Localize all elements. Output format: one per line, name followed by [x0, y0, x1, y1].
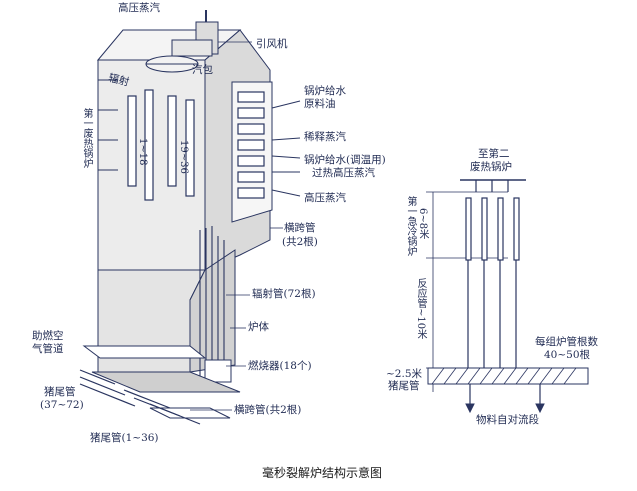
label-group-count-1: 每组炉管根数 [535, 336, 598, 348]
label-feed-in: 物料自对流段 [476, 414, 539, 426]
air-duct [82, 345, 207, 359]
label-pigtail-len-2: 猪尾管 [388, 380, 420, 392]
radiant-tubes [199, 226, 225, 384]
label-feed-temp: 锅炉给水(调温用) [304, 154, 386, 166]
fan-housing [171, 39, 213, 57]
label-pigtail-a-2: (37~72) [40, 399, 84, 411]
label-reverse-tube: 反应管~10米 [415, 278, 426, 340]
label-first-boiler-len: 第一急冷锅炉 [405, 196, 416, 256]
input-arrows [271, 100, 301, 197]
label-superheated: 过热高压蒸汽 [312, 167, 375, 179]
label-to-second-1: 至第二 [478, 148, 510, 160]
label-cross-pipe-top-count: (共2根) [282, 236, 318, 248]
boiler-tubes [127, 89, 195, 201]
burner-box [204, 359, 232, 383]
label-fan: 引风机 [256, 38, 288, 50]
label-boiler-feed: 锅炉给水 [304, 85, 346, 97]
label-burner: 燃烧器(18个) [248, 360, 312, 372]
label-furnace-body: 炉体 [248, 321, 269, 333]
label-coil-1-18: 1~18 [137, 138, 148, 166]
pigtail-lines [79, 369, 201, 425]
label-air-duct-1: 助燃空 [32, 330, 64, 342]
base-plate [91, 371, 241, 393]
leader-lines [190, 41, 283, 411]
label-to-second-2: 废热锅炉 [470, 161, 512, 173]
label-top-steam: 高压蒸汽 [118, 2, 160, 14]
tube-schematic [426, 179, 589, 414]
convection-section [231, 81, 273, 223]
convection-coils [237, 91, 265, 199]
reaction-tubes [465, 180, 520, 368]
figure-caption: 毫秒裂解炉结构示意图 [262, 466, 383, 480]
label-first-boiler: 第一废热锅炉 [81, 108, 92, 168]
label-cross-pipe-top: 横跨管 [284, 222, 316, 234]
furnace-structure [79, 10, 273, 425]
label-group-count-2: 40~50根 [544, 349, 591, 361]
label-radiant-tube: 辐射管(72根) [252, 288, 316, 300]
label-air-duct-2: 气管道 [32, 343, 64, 355]
lower-frame [149, 407, 231, 419]
label-raw-oil: 原料油 [304, 98, 336, 110]
label-cross-pipe-bottom: 横跨管(共2根) [234, 404, 302, 416]
label-pigtail-b: 猪尾管(1~36) [90, 432, 159, 444]
label-first-boiler-len-2: 6~8米 [417, 208, 428, 240]
label-coil-19-36: 19~36 [178, 140, 189, 174]
label-dilution-steam: 稀释蒸汽 [304, 131, 346, 143]
bottom-header [427, 367, 589, 385]
label-pigtail-len-1: ~2.5米 [386, 368, 422, 380]
label-hp-steam: 高压蒸汽 [304, 192, 346, 204]
label-pigtail-a-1: 猪尾管 [44, 386, 76, 398]
label-steam-drum: 汽包 [192, 64, 213, 76]
